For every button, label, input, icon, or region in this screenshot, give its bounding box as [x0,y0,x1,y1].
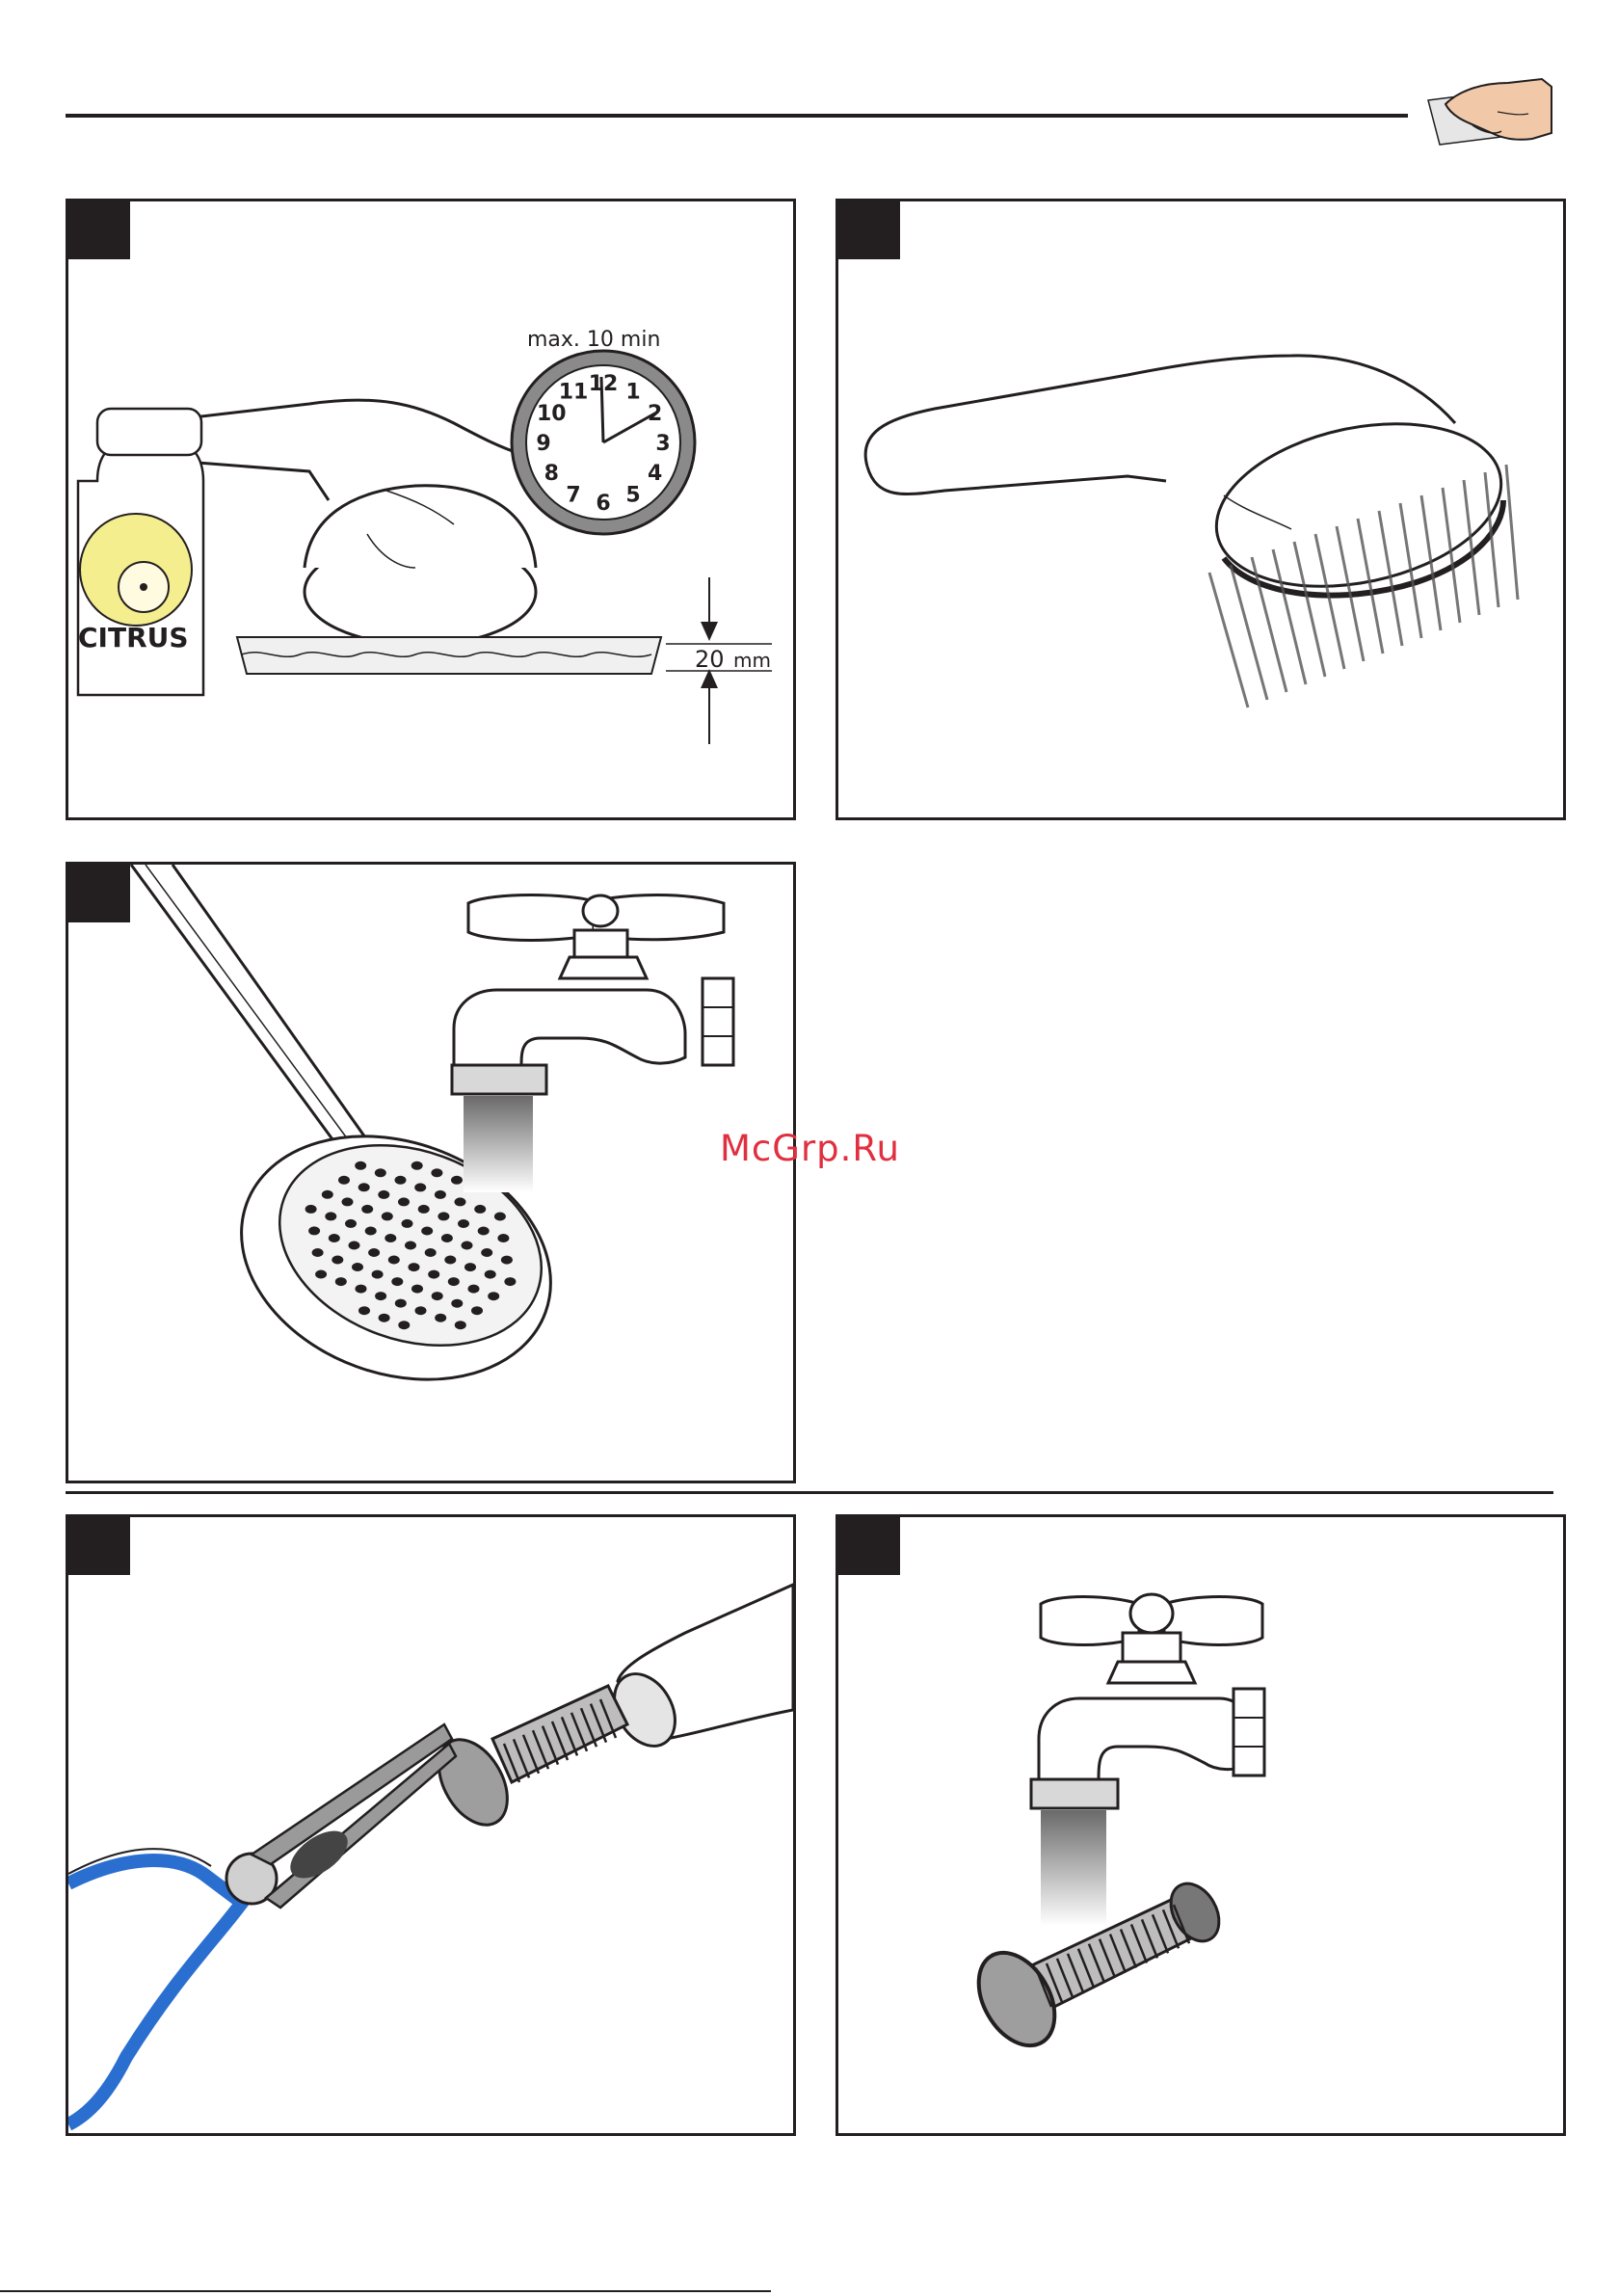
panel-remove-filter [66,1514,796,2136]
clock-number: 5 [625,484,640,508]
cleaning-hand-cloth-icon [1417,66,1561,156]
pliers-icon [68,1724,456,2124]
depth-unit: mm [733,649,771,672]
panel-soak-in-descaler: CITRUS 121234567891011 max. 10 min 20 mm [66,199,796,820]
depth-value: 20 [695,646,725,673]
timer-label: max. 10 min [527,328,660,352]
filter-insert-icon [425,1686,627,1837]
clock-number: 1 [625,380,640,404]
clock-number: 6 [596,492,610,516]
faucet-icon [1031,1594,1264,1808]
panel-rinse-shower-head [836,199,1566,820]
panel-rinse-filter [836,1514,1566,2136]
panel-rinse-under-faucet [66,862,796,1483]
clock-number: 10 [537,402,567,426]
watermark: McGrp.Ru [720,1128,900,1169]
clock-number: 9 [536,432,550,456]
water-stream [464,1096,533,1192]
section-rule [66,1491,1553,1494]
bottle-label: CITRUS [78,622,189,654]
footer-rule [0,2290,771,2292]
clock-number: 7 [566,484,580,508]
faucet-icon [452,894,733,1094]
clock-number: 12 [589,372,619,396]
clock-number: 4 [648,462,662,486]
clock-number: 11 [559,380,589,404]
header-rule [66,114,1408,118]
clock-number: 3 [655,432,670,456]
water-stream [1041,1810,1106,1926]
clock-number: 8 [544,462,559,486]
